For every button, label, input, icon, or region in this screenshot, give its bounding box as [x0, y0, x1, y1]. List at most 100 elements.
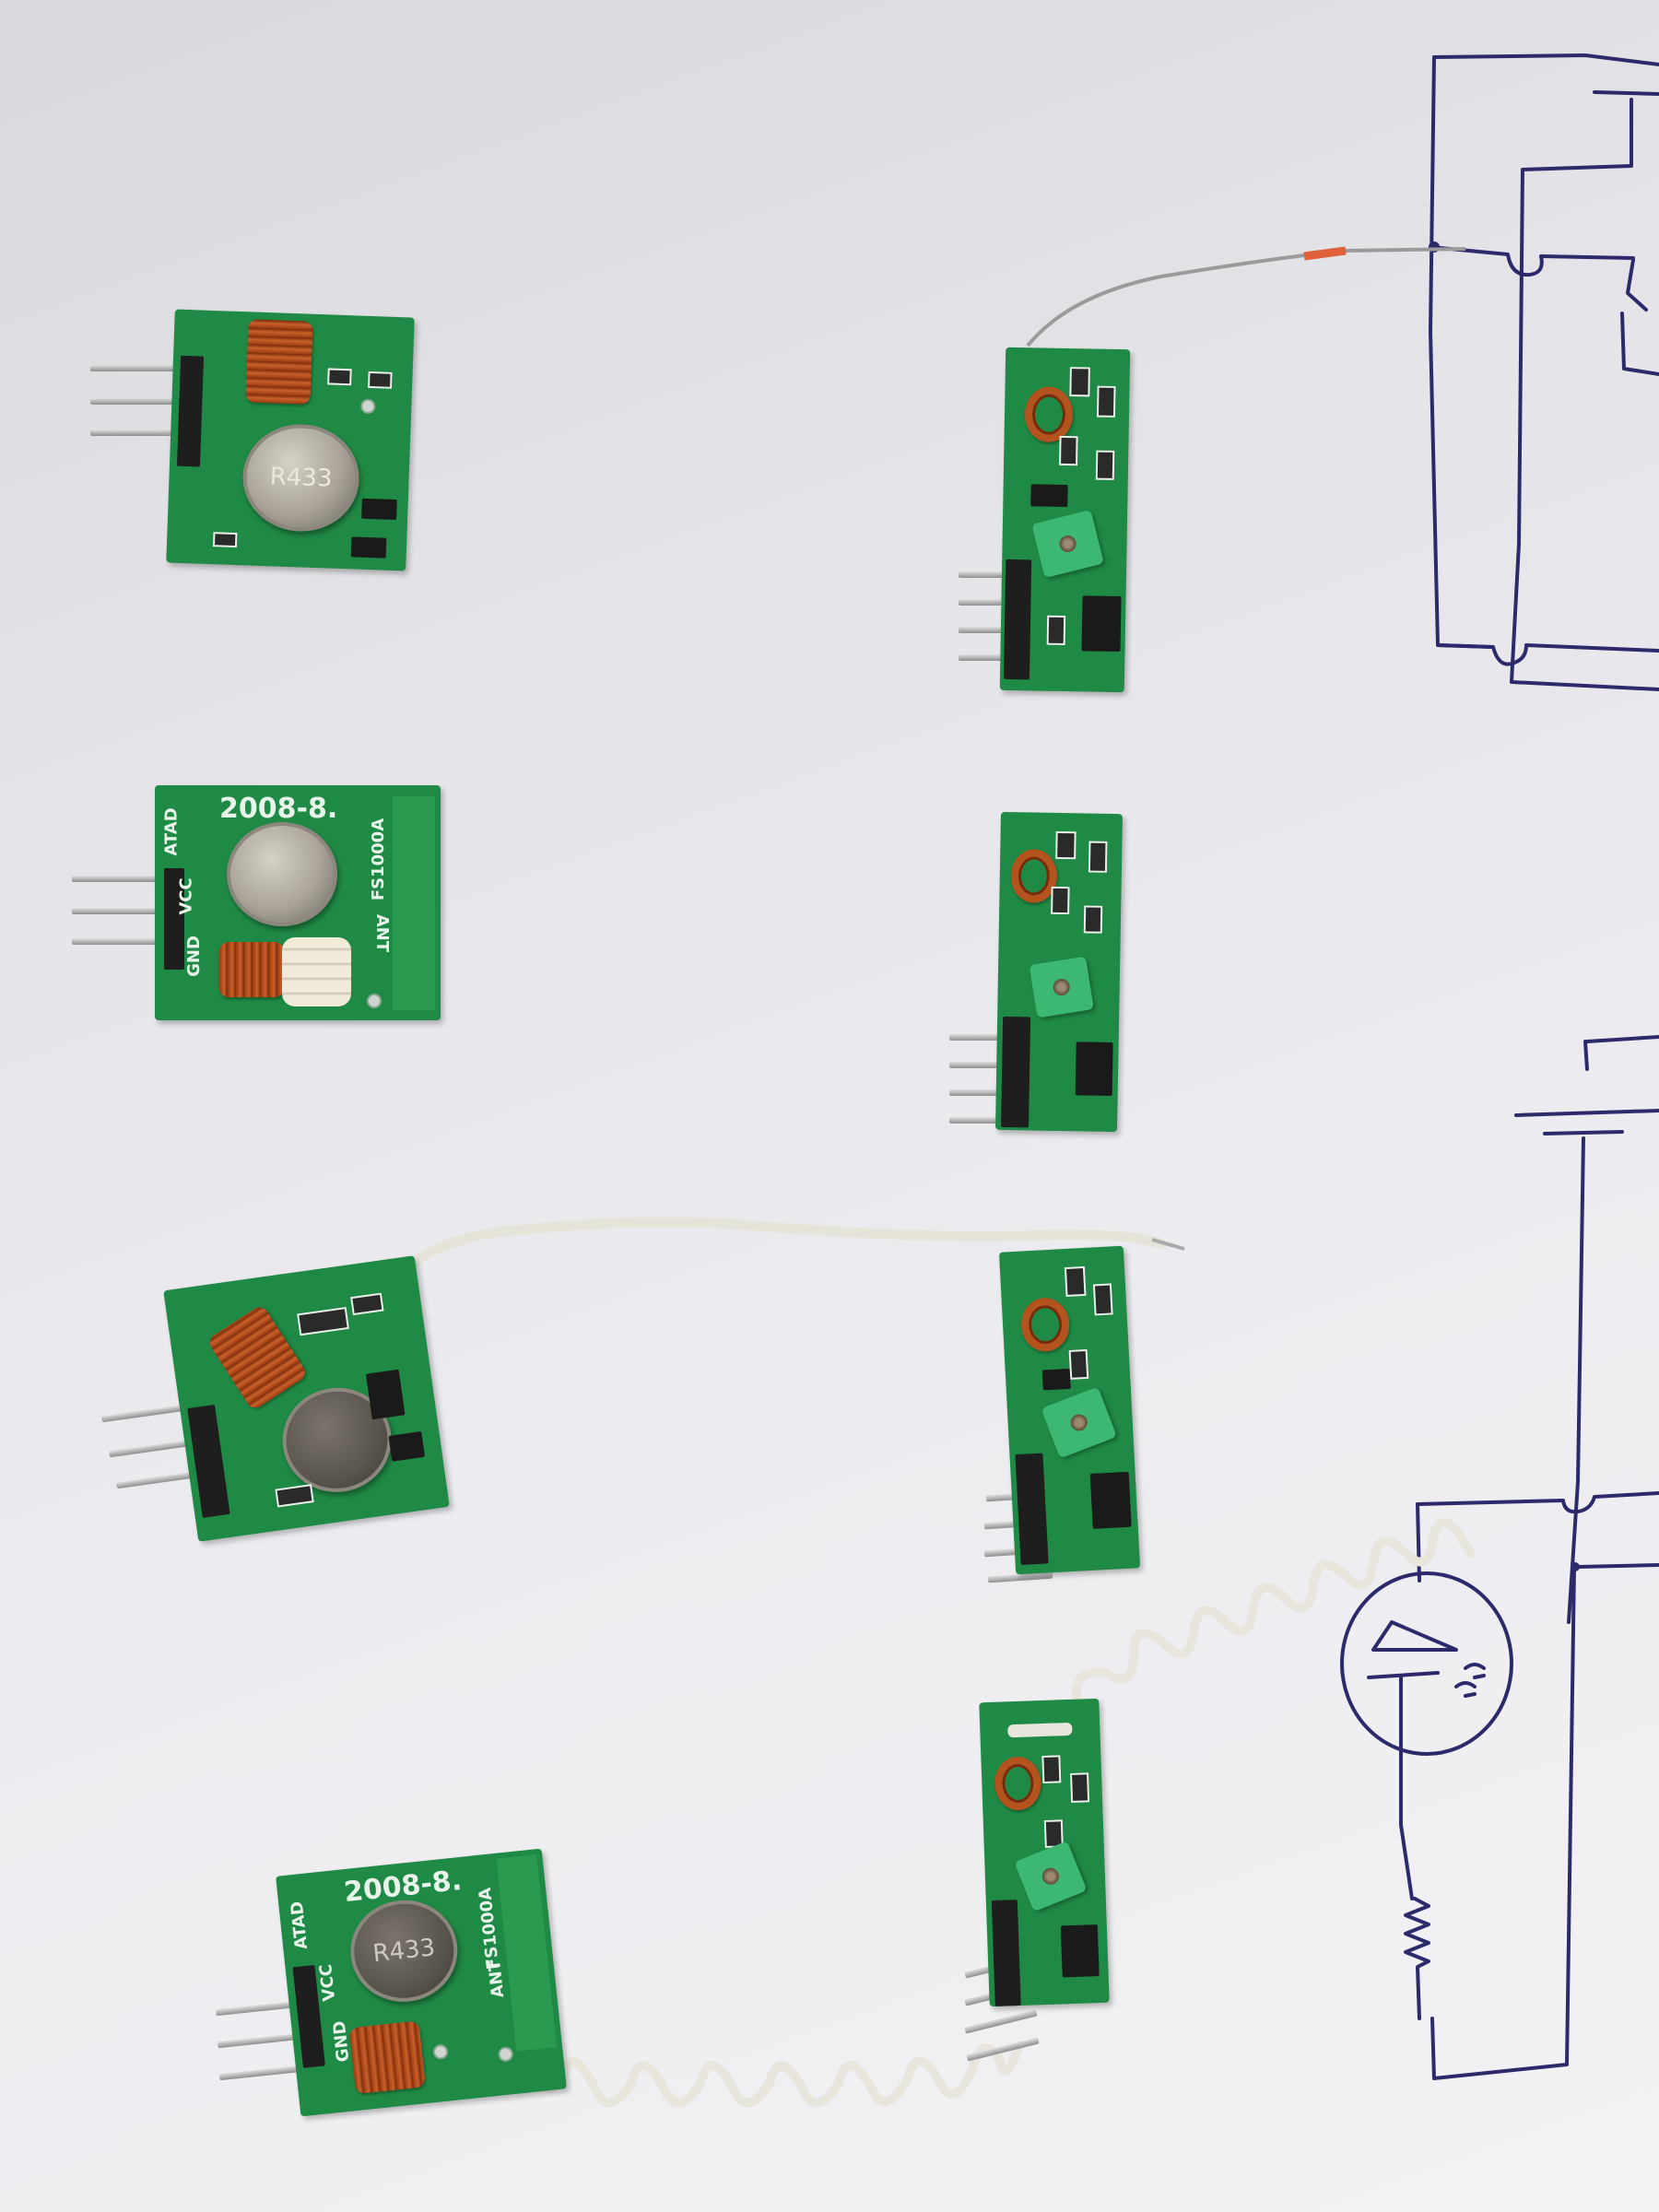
- smd-component: [275, 1484, 314, 1508]
- smd-component: [1070, 1772, 1090, 1803]
- via-hole: [432, 2043, 449, 2061]
- header-pin: [72, 938, 173, 945]
- antenna-trace: [393, 796, 435, 1010]
- pin-header: [1015, 1453, 1049, 1565]
- pin-header: [991, 1900, 1021, 2006]
- transistor: [1041, 1368, 1071, 1391]
- header-pin: [90, 398, 192, 405]
- smd-component: [1095, 450, 1115, 480]
- pin-label-vcc: VCC: [316, 1962, 340, 2003]
- pcb-board: [994, 811, 1124, 1133]
- header-pin: [90, 365, 192, 371]
- header-pin: [959, 599, 1032, 606]
- pin-header: [164, 868, 184, 970]
- pin-header: [1003, 559, 1032, 680]
- smd-component: [1069, 367, 1090, 397]
- soic-8-chip: [1075, 1041, 1113, 1097]
- smd-component: [368, 371, 393, 389]
- trimmer-inductor: [1014, 1841, 1088, 1912]
- model-label: FS1000A: [475, 1886, 504, 1971]
- smd-component: [297, 1307, 349, 1336]
- pcb-board: R433: [166, 309, 415, 571]
- tx4-spiral-antenna: [521, 2041, 1023, 2108]
- smd-component: [1064, 1265, 1087, 1298]
- soic-8-chip: [1060, 1924, 1100, 1978]
- transistor: [350, 536, 387, 559]
- smd-component: [1092, 1283, 1113, 1316]
- transistor: [361, 498, 397, 521]
- transistor: [365, 1369, 406, 1420]
- pin-label-gnd: GND: [183, 935, 204, 977]
- saw-resonator-can: [227, 822, 337, 926]
- can-label: R433: [371, 1934, 437, 1969]
- header-pin: [72, 876, 173, 882]
- smd-component: [1088, 841, 1108, 873]
- saw-resonator-can: R433: [241, 422, 361, 534]
- coiled-antenna: [282, 937, 351, 1006]
- wire-marker-red: [1303, 246, 1347, 261]
- pcb-board: 2008-8. ATAD VCC GND FS1000A ANT: [155, 785, 441, 1020]
- smd-component: [1068, 1348, 1089, 1380]
- header-pin: [959, 627, 1032, 633]
- ant-label: ANT: [372, 913, 393, 953]
- smd-component: [327, 368, 352, 386]
- header-pin: [959, 654, 1032, 661]
- pin-header: [1001, 1016, 1031, 1128]
- inductor-coil: [1024, 386, 1074, 443]
- ant-label: ANT: [485, 1959, 509, 1999]
- antenna-solder-pad: [497, 2046, 514, 2063]
- pcb-board: [998, 1245, 1141, 1575]
- pcb-board: [979, 1698, 1110, 2007]
- trimmer-inductor: [1029, 956, 1094, 1018]
- pin-label-data: ATAD: [287, 1900, 312, 1951]
- rx4-spiral-antenna: [1072, 1518, 1475, 1710]
- pin-header: [176, 355, 205, 467]
- rx1-wire-antenna: [1026, 247, 1466, 347]
- soic-8-chip: [1081, 595, 1122, 653]
- inductor-coil: [206, 1303, 309, 1412]
- pcb-board: [999, 347, 1131, 693]
- transistor: [1030, 484, 1068, 508]
- inductor-coil: [994, 1756, 1042, 1811]
- junction-dot: [1571, 1562, 1580, 1571]
- trimmer-inductor: [1031, 509, 1104, 579]
- header-pin: [949, 1062, 1032, 1068]
- via-hole: [367, 994, 382, 1008]
- smd-component: [350, 1292, 384, 1316]
- smd-component: [1083, 905, 1103, 934]
- tx3-rx3-white-wire: [382, 1217, 1167, 1291]
- header-pin: [72, 908, 173, 914]
- header-pin: [90, 429, 192, 436]
- inductor-coil: [219, 942, 284, 997]
- date-code-label: 2008-8.: [219, 793, 338, 825]
- model-label: FS1000A: [369, 818, 389, 901]
- saw-resonator-can: R433: [345, 1895, 463, 2007]
- via-hole: [360, 398, 376, 415]
- transistor: [388, 1430, 426, 1462]
- antenna-wire-end: [1007, 1722, 1073, 1738]
- smd-component: [1051, 886, 1070, 915]
- inductor-coil: [1019, 1296, 1071, 1353]
- header-pin: [959, 571, 1032, 578]
- smd-component: [1046, 615, 1066, 646]
- smd-component: [1055, 830, 1077, 860]
- pin-header: [187, 1404, 230, 1518]
- pin-label-vcc: VCC: [176, 877, 196, 915]
- header-pin: [949, 1089, 1032, 1096]
- soic-8-chip: [1089, 1471, 1132, 1529]
- pcb-board: 2008-8. ATAD VCC GND FS1000A ANT R433: [276, 1848, 567, 2117]
- smd-component: [1041, 1755, 1062, 1784]
- pcb-board: [163, 1255, 450, 1542]
- can-label: R433: [269, 463, 333, 493]
- smd-component: [1059, 435, 1078, 466]
- inductor-coil: [348, 2020, 426, 2095]
- header-pin: [949, 1034, 1032, 1041]
- pin-label-data: ATAD: [161, 807, 182, 856]
- smd-component: [212, 532, 238, 548]
- trimmer-inductor: [1041, 1386, 1117, 1459]
- inductor-coil: [245, 319, 313, 405]
- header-pin: [949, 1117, 1032, 1124]
